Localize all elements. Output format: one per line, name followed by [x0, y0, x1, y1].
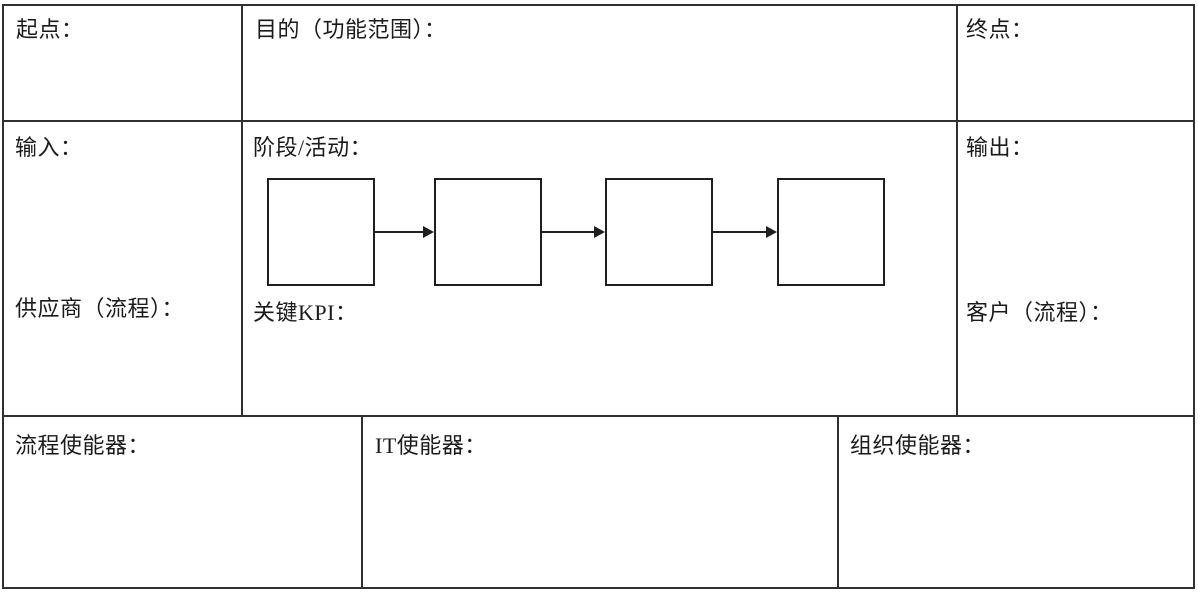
it-enabler-label: IT使能器： — [375, 433, 487, 458]
input-label: 输入： — [15, 135, 83, 160]
output-label: 输出： — [966, 135, 1034, 160]
column-divider-left — [241, 4, 243, 417]
column-divider-right — [956, 4, 958, 417]
stage-box-1 — [267, 178, 375, 286]
row-divider-1 — [2, 120, 1195, 122]
stage-box-3 — [605, 178, 713, 286]
flow-arrow-icon-3 — [713, 226, 777, 238]
process-enabler-label: 流程使能器： — [15, 433, 151, 458]
start-point-label: 起点： — [16, 17, 84, 42]
bottom-row-divider-2 — [837, 415, 839, 589]
bottom-row-divider-1 — [361, 415, 363, 589]
stages-activities-label: 阶段/活动： — [253, 135, 373, 160]
end-point-label: 终点： — [966, 17, 1034, 42]
key-kpi-label: 关键KPI： — [253, 300, 358, 325]
table-outline — [2, 4, 1195, 589]
org-enabler-label: 组织使能器： — [850, 433, 986, 458]
flow-arrow-icon-2 — [542, 226, 605, 238]
stage-box-4 — [777, 178, 885, 286]
flow-arrow-icon-1 — [375, 226, 434, 238]
row-divider-2 — [2, 415, 1195, 417]
stage-box-2 — [434, 178, 542, 286]
supplier-label: 供应商（流程）： — [15, 296, 185, 321]
customer-label: 客户（流程）： — [966, 300, 1113, 325]
purpose-label: 目的（功能范围）： — [255, 17, 447, 42]
